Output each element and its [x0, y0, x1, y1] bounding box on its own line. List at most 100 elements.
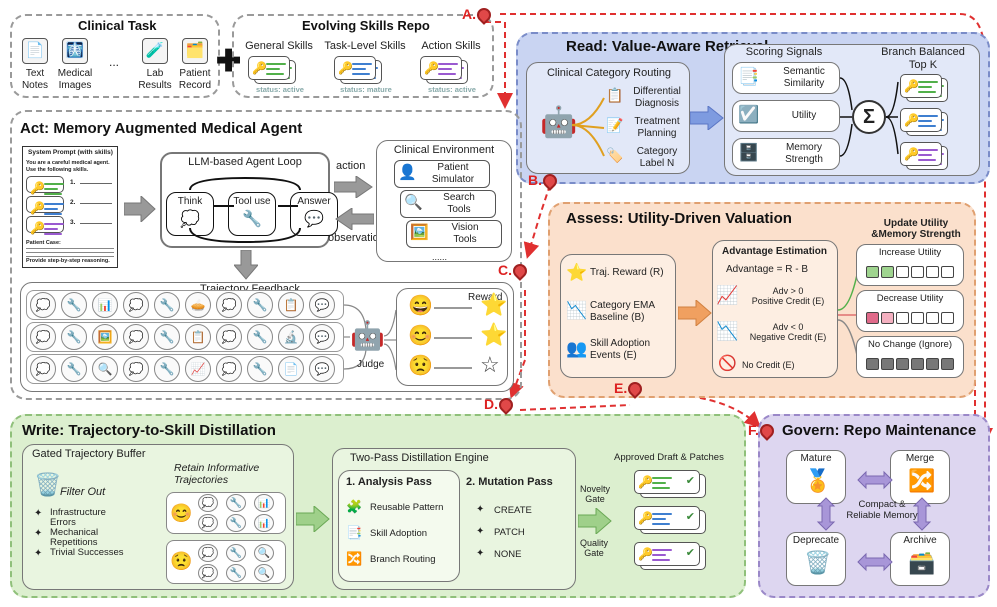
analysis-title: 1. Analysis Pass — [346, 476, 432, 488]
trajectory-step-icon: 🥧 — [185, 292, 211, 318]
skill-line — [44, 208, 58, 210]
retained-step-icon: 🔧 — [226, 494, 246, 512]
outcome-label: Decrease Utility — [876, 293, 944, 304]
route-label: Differential Diagnosis — [633, 86, 681, 109]
outcome-bar-segment — [941, 358, 954, 370]
outcome-bar-segment — [896, 358, 909, 370]
engine-title: Two-Pass Distillation Engine — [350, 452, 489, 464]
check-icon: ✔ — [685, 547, 695, 559]
smile-icon: 😄 — [408, 295, 433, 317]
chart-down-icon: 📉 — [716, 321, 739, 341]
star-icon: ⭐ — [480, 292, 508, 317]
topk-skill-card: 🔑 — [900, 74, 942, 98]
retain-title: Retain Informative Trajectories — [174, 462, 260, 486]
environment-label: Vision Tools — [451, 222, 479, 245]
analysis-label: Reusable Pattern — [370, 502, 444, 513]
star-icon: ☆ — [480, 352, 500, 377]
skills-repo-title: Evolving Skills Repo — [302, 18, 430, 33]
clinical-task-item-label: Lab Results — [138, 68, 172, 91]
signal-icon: ☑️ — [738, 105, 760, 124]
retained-step-icon: 🔍 — [254, 544, 274, 562]
key-icon: 🔑 — [30, 201, 45, 215]
filter-label: Trivial Successes — [50, 547, 124, 558]
buffer-to-engine-arrow — [296, 506, 330, 532]
reward-arrow-line — [434, 367, 472, 369]
lab-results-icon: 🧪 — [142, 38, 168, 64]
environment-icon: 🖼️ — [410, 224, 429, 241]
skill-card: 🔑 — [334, 56, 376, 80]
signal-card — [732, 138, 840, 170]
merge-icon: 🔀 — [908, 468, 936, 493]
signal-card — [732, 62, 840, 94]
analysis-icon: 🧩 — [346, 499, 363, 514]
skill-line — [652, 554, 666, 556]
analysis-label: Branch Routing — [370, 554, 436, 565]
topk-skill-card: 🔑 — [900, 108, 942, 132]
filter-bullet: ✦ — [34, 548, 43, 559]
skill-line — [652, 518, 666, 520]
medical-images-icon: 🩻 — [62, 38, 88, 64]
update-title: Update Utility &Memory Strength — [871, 218, 961, 240]
trajectory-step-icon: 📋 — [185, 324, 211, 350]
patient-case-line — [26, 248, 114, 249]
retained-step-icon: 🔧 — [226, 514, 246, 532]
connector-c-to-d — [508, 290, 526, 399]
agent-loop-title: LLM-based Agent Loop — [188, 156, 302, 168]
outcome-label: Increase Utility — [878, 247, 942, 258]
assess-input-label: Category EMA Baseline (B) — [590, 300, 656, 323]
retained-step-icon: 📊 — [254, 514, 274, 532]
assess-input-label: Traj. Reward (R) — [590, 267, 664, 278]
outcome-card — [856, 336, 964, 378]
outcome-bar-segment — [896, 312, 909, 324]
signal-label: Utility — [791, 110, 817, 121]
outcome-bar-segment — [866, 266, 879, 278]
prompt-item-number: 2. — [70, 199, 76, 206]
filter-title: Filter Out — [60, 486, 106, 498]
skill-card: 🔑 — [248, 56, 290, 80]
retained-step-icon: 🔧 — [226, 564, 246, 582]
skill-line — [918, 81, 938, 83]
check-icon: ✔ — [685, 475, 695, 487]
skill-group-status: status: active — [256, 85, 304, 94]
route-label: Treatment Planning — [634, 116, 680, 139]
inputs-to-advantage-arrow — [678, 300, 712, 326]
trajectory-step-icon: 🔧 — [61, 356, 87, 382]
sad-icon: 😟 — [408, 355, 433, 377]
skill-line — [918, 154, 932, 156]
star-icon: ⭐ — [566, 263, 588, 282]
trajectory-to-judge-lines — [344, 304, 397, 371]
act-title: Act: Memory Augmented Medical Agent — [20, 120, 303, 137]
trajectory-step-icon: 🔬 — [278, 324, 304, 350]
assess-title: Assess: Utility-Driven Valuation — [566, 210, 792, 227]
outcome-bar-segment — [926, 312, 939, 324]
trajectory-step-icon: 💬 — [309, 324, 335, 350]
environment-card — [400, 190, 496, 218]
system-prompt-footer: Provide step-by-step reasoning. — [26, 258, 110, 264]
observation-arrow — [335, 208, 374, 230]
outcome-bar-segment — [896, 266, 909, 278]
skill-line — [266, 68, 280, 70]
retained-step-icon: 🔧 — [226, 544, 246, 562]
signal-label: Semantic Similarity — [783, 66, 825, 89]
trajectory-step-icon: 🔧 — [247, 356, 273, 382]
system-prompt-card — [22, 146, 118, 268]
outcome-bar-segment — [926, 266, 939, 278]
trajectory-step-icon: 💭 — [123, 324, 149, 350]
signal-merge-arrows — [840, 77, 899, 157]
check-icon: ✔ — [685, 511, 695, 523]
skill-line — [918, 149, 938, 151]
positive-credit: Adv > 0 Positive Credit (E) — [751, 286, 825, 307]
advantage-box — [712, 240, 838, 378]
key-icon: 🔑 — [338, 61, 353, 75]
connector-e-to-f — [639, 393, 761, 428]
skill-group-label: Task-Level Skills — [324, 40, 406, 52]
mutation-label: CREATE — [494, 505, 532, 516]
skill-line — [44, 213, 62, 215]
no-credit-icon: 🚫 — [718, 355, 737, 372]
loop-node — [290, 192, 338, 236]
route-branches — [572, 97, 605, 157]
skill-group-status: status: active — [428, 85, 476, 94]
clinical-task-item-label: Text Notes — [21, 68, 49, 91]
outcome-card — [856, 244, 964, 286]
signals-title: Scoring Signals — [745, 46, 823, 58]
